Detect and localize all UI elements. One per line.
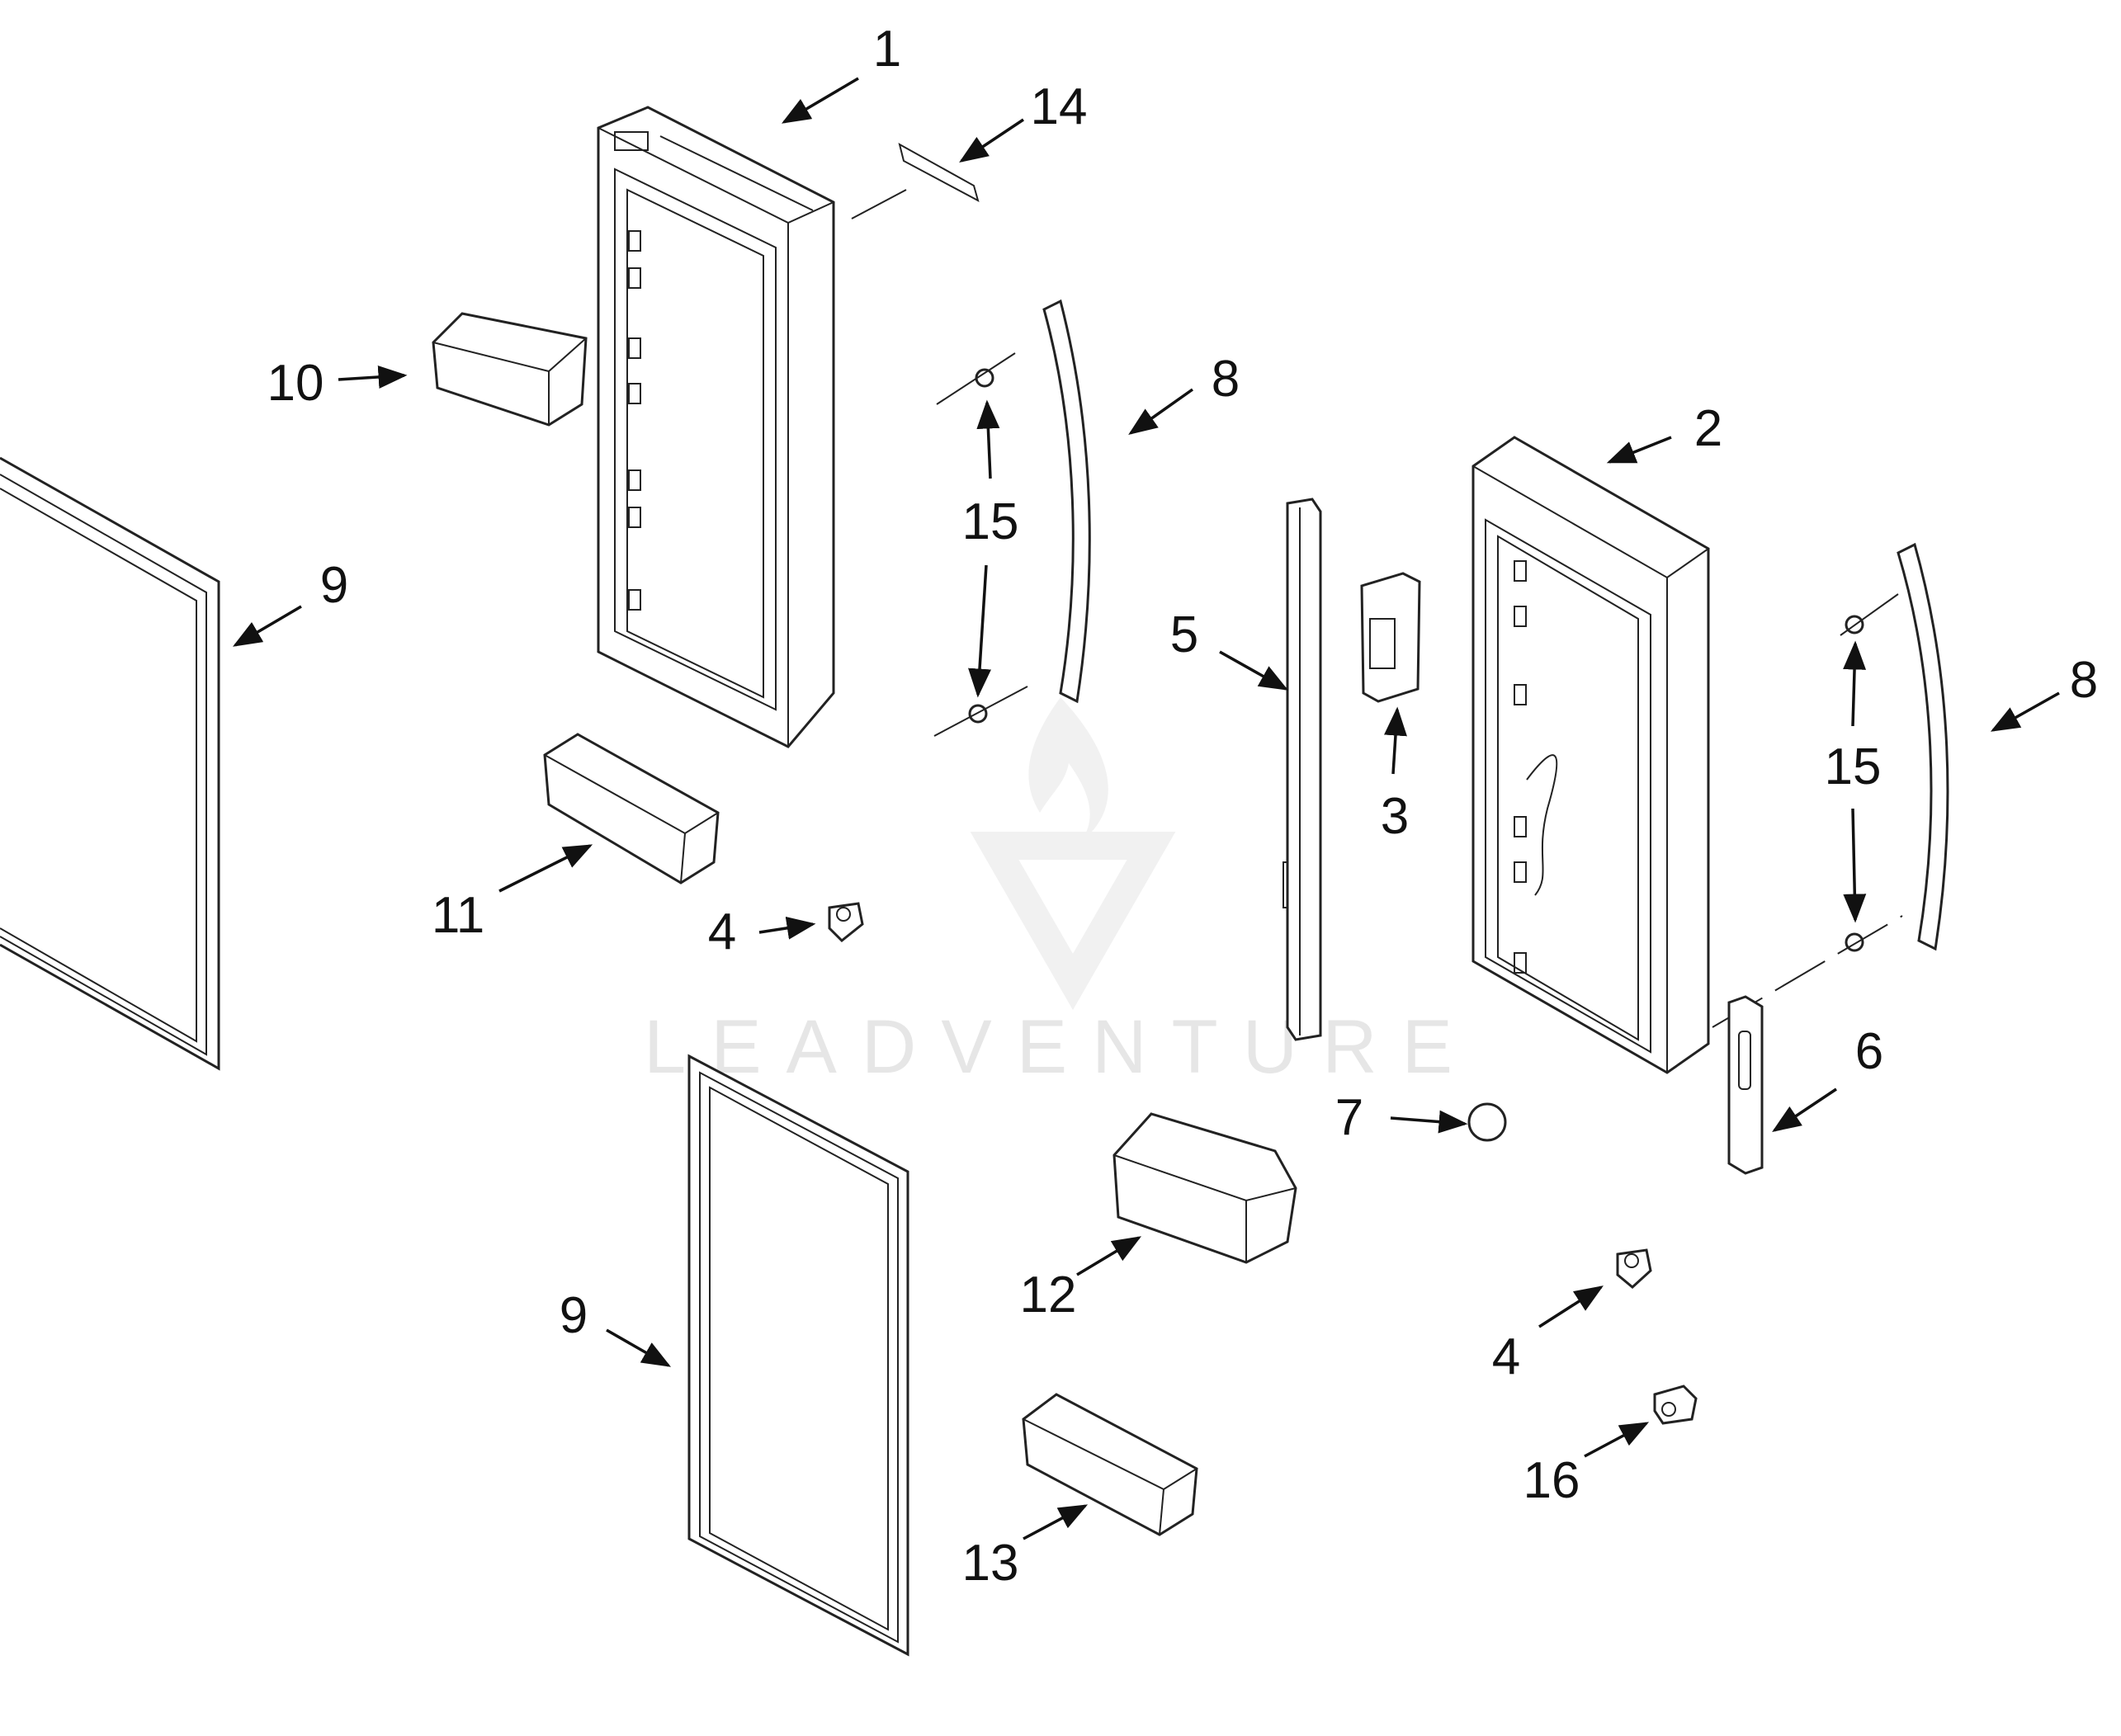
callout-9-right: 9 xyxy=(560,1287,588,1344)
callout-9-left: 9 xyxy=(320,557,348,614)
door-gasket-right xyxy=(687,1054,909,1657)
right-door-assembly xyxy=(1471,436,1710,1074)
callout-7: 7 xyxy=(1335,1089,1363,1146)
watermark-text: LEADVENTURE xyxy=(644,1005,1477,1089)
plug-button xyxy=(1467,1102,1507,1142)
callout-4-right: 4 xyxy=(1492,1328,1520,1385)
callout-6: 6 xyxy=(1855,1023,1883,1080)
callout-11: 11 xyxy=(432,887,484,944)
handle-stud-right xyxy=(1712,593,1903,1028)
leader-arrows xyxy=(232,77,2060,1540)
callout-15-left: 15 xyxy=(962,493,1019,550)
door-bin-13 xyxy=(1022,1393,1198,1536)
callout-15-right: 15 xyxy=(1825,738,1882,795)
handle-stud-left xyxy=(933,352,1028,737)
watermark-logo xyxy=(970,697,1176,1011)
hinge-bracket-left xyxy=(828,902,864,943)
door-handle-right xyxy=(1897,542,1949,951)
callout-14: 14 xyxy=(1031,78,1088,135)
callout-13: 13 xyxy=(962,1535,1019,1592)
door-badge xyxy=(851,143,980,219)
callout-3: 3 xyxy=(1381,788,1409,845)
door-handle-left xyxy=(1042,299,1091,704)
door-trim-cover xyxy=(1727,995,1764,1175)
callout-2: 2 xyxy=(1694,400,1722,457)
left-door-assembly xyxy=(597,106,835,748)
large-door-bin xyxy=(1112,1112,1297,1264)
center-mullion xyxy=(1283,498,1322,1041)
hinge-bracket-right xyxy=(1616,1248,1652,1289)
callout-12: 12 xyxy=(1020,1267,1077,1323)
callout-10: 10 xyxy=(267,355,324,412)
callout-16: 16 xyxy=(1523,1452,1580,1509)
door-bin-11 xyxy=(543,733,720,885)
callout-8-right: 8 xyxy=(2070,652,2098,709)
callout-8-left: 8 xyxy=(1212,351,1240,408)
callout-1: 1 xyxy=(873,21,901,78)
control-board xyxy=(1360,572,1421,703)
callout-4-left: 4 xyxy=(708,903,736,960)
door-gasket-left xyxy=(0,456,220,1071)
upper-door-bin xyxy=(432,312,588,427)
door-closer-cam xyxy=(1653,1385,1698,1425)
callout-5: 5 xyxy=(1170,606,1198,663)
